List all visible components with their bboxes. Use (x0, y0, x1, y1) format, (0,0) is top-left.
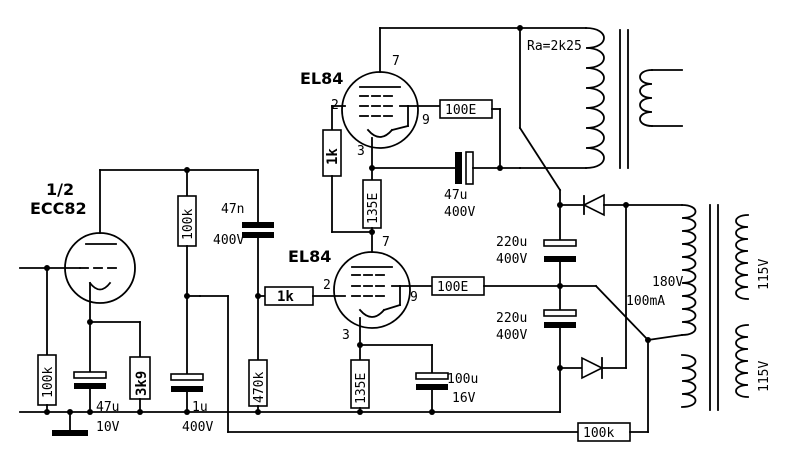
cap-47u-cathode-top (73, 371, 107, 379)
ra-label: Ra=2k25 (527, 39, 582, 54)
el84-bottom-tube (333, 251, 411, 329)
pin9-bottom: 9 (410, 290, 418, 305)
r3k9-label: 3k9 (134, 371, 150, 396)
pin7-top: 7 (392, 54, 400, 69)
diode-bottom (581, 356, 627, 380)
r100k-fb-label: 100k (583, 426, 614, 441)
el84-bottom-label: EL84 (288, 247, 331, 266)
c47u-b-volt-label: 400V (444, 205, 475, 220)
pin9-top: 9 (422, 113, 430, 128)
power-transformer (625, 204, 749, 433)
tr-current-label: 100mA (626, 294, 665, 309)
c1u-volt-label: 400V (182, 420, 213, 435)
el84-top-tube (341, 71, 419, 149)
cap-100u-top (415, 372, 449, 380)
cap-220u-bottom (543, 309, 577, 317)
ground-symbol (52, 430, 88, 436)
c100u-volt-label: 16V (452, 391, 476, 406)
r100e-bottom-label: 100E (437, 280, 468, 295)
c220u-a-volt-label: 400V (496, 252, 527, 267)
tr-115v-b-label: 115V (757, 361, 772, 392)
cap-220u-top (543, 239, 577, 247)
c47n-label: 47n (221, 202, 244, 217)
tr-voltage-label: 180V (652, 275, 683, 290)
diode-top (582, 193, 627, 217)
el84-top-label: EL84 (300, 69, 343, 88)
c47u-volt-label: 10V (96, 420, 120, 435)
ecc82-half-label: 1/2 (46, 180, 74, 199)
r470k-label: 470k (252, 372, 267, 403)
c47n-volt-label: 400V (213, 233, 244, 248)
pin3-bottom: 3 (342, 328, 350, 343)
r100k-grid-label: 100k (41, 367, 56, 398)
r135e-top-label: 135E (366, 193, 381, 224)
r135e-bottom-label: 135E (354, 373, 369, 404)
pin2-bottom: 2 (323, 278, 331, 293)
cap-1u-top (170, 373, 204, 381)
r100e-top-label: 100E (445, 103, 476, 118)
tr-115v-a-label: 115V (757, 259, 772, 290)
c220u-b-label: 220u (496, 311, 527, 326)
pin3-top: 3 (357, 144, 365, 159)
r100k-anode-label: 100k (181, 209, 196, 240)
c220u-a-label: 220u (496, 235, 527, 250)
c100u-label: 100u (447, 372, 478, 387)
ecc82-label: ECC82 (30, 199, 87, 218)
output-transformer (518, 27, 683, 192)
cap-47u-400v (455, 152, 462, 184)
r1k-grid-label: 1k (277, 289, 294, 305)
r1k-top-label: 1k (325, 148, 341, 165)
c47u-b-label: 47u (444, 188, 467, 203)
c220u-b-volt-label: 400V (496, 328, 527, 343)
pin7-bottom: 7 (382, 235, 390, 250)
ecc82-tube (64, 232, 136, 323)
c1u-label: 1u (192, 400, 208, 415)
